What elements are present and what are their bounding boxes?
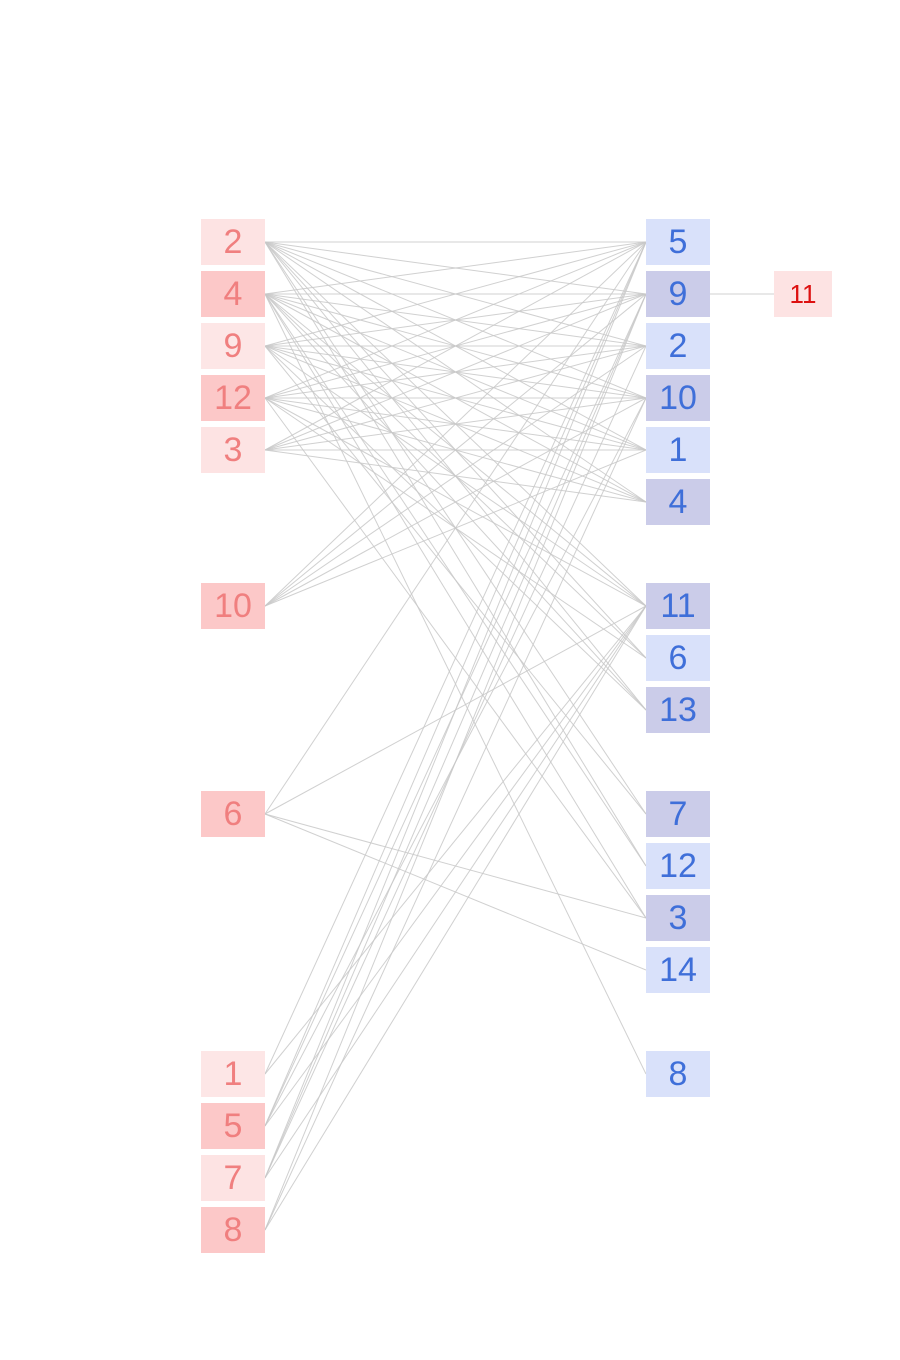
edge-L10-R9 [264, 293, 647, 607]
left-node-6: 6 [201, 791, 265, 837]
right-node-2: 2 [646, 323, 710, 369]
right-node-5: 5 [646, 219, 710, 265]
edge-L3-R9 [264, 293, 647, 451]
right-node-6: 6 [646, 635, 710, 681]
edge-L7-R11 [264, 605, 647, 1179]
edge-L8-R9 [264, 293, 647, 1231]
left-node-9: 9 [201, 323, 265, 369]
edge-L1-R5 [264, 241, 647, 1075]
right-node-7: 7 [646, 791, 710, 837]
edge-L2-R12 [264, 241, 647, 867]
right-node-14: 14 [646, 947, 710, 993]
right-node-10: 10 [646, 375, 710, 421]
right-node-3: 3 [646, 895, 710, 941]
edge-L9-R7 [264, 345, 647, 815]
left-node-10: 10 [201, 583, 265, 629]
edge-L4-R3 [264, 293, 647, 919]
left-node-1: 1 [201, 1051, 265, 1097]
right-node-1: 1 [646, 427, 710, 473]
left-node-4: 4 [201, 271, 265, 317]
left-node-8: 8 [201, 1207, 265, 1253]
left-node-3: 3 [201, 427, 265, 473]
edge-L8-R10 [264, 397, 647, 1231]
left-node-5: 5 [201, 1103, 265, 1149]
edge-L3-R2 [264, 345, 647, 451]
extra-node-11: 11 [774, 271, 832, 317]
edge-L12-R5 [264, 241, 647, 399]
edge-L7-R5 [264, 241, 647, 1179]
edge-L3-R5 [264, 241, 647, 451]
right-node-8: 8 [646, 1051, 710, 1097]
left-node-2: 2 [201, 219, 265, 265]
left-node-7: 7 [201, 1155, 265, 1201]
right-node-12: 12 [646, 843, 710, 889]
edge-L10-R5 [264, 241, 647, 607]
edge-L5-R5 [264, 241, 647, 1127]
right-node-13: 13 [646, 687, 710, 733]
edge-L1-R11 [264, 605, 647, 1075]
edge-L6-R5 [264, 241, 647, 815]
edge-L8-R11 [264, 605, 647, 1231]
right-node-11: 11 [646, 583, 710, 629]
edge-L9-R5 [264, 241, 647, 347]
edge-L4-R5 [264, 241, 647, 295]
edge-L7-R9 [264, 293, 647, 1179]
right-node-9: 9 [646, 271, 710, 317]
right-node-4: 4 [646, 479, 710, 525]
left-node-12: 12 [201, 375, 265, 421]
